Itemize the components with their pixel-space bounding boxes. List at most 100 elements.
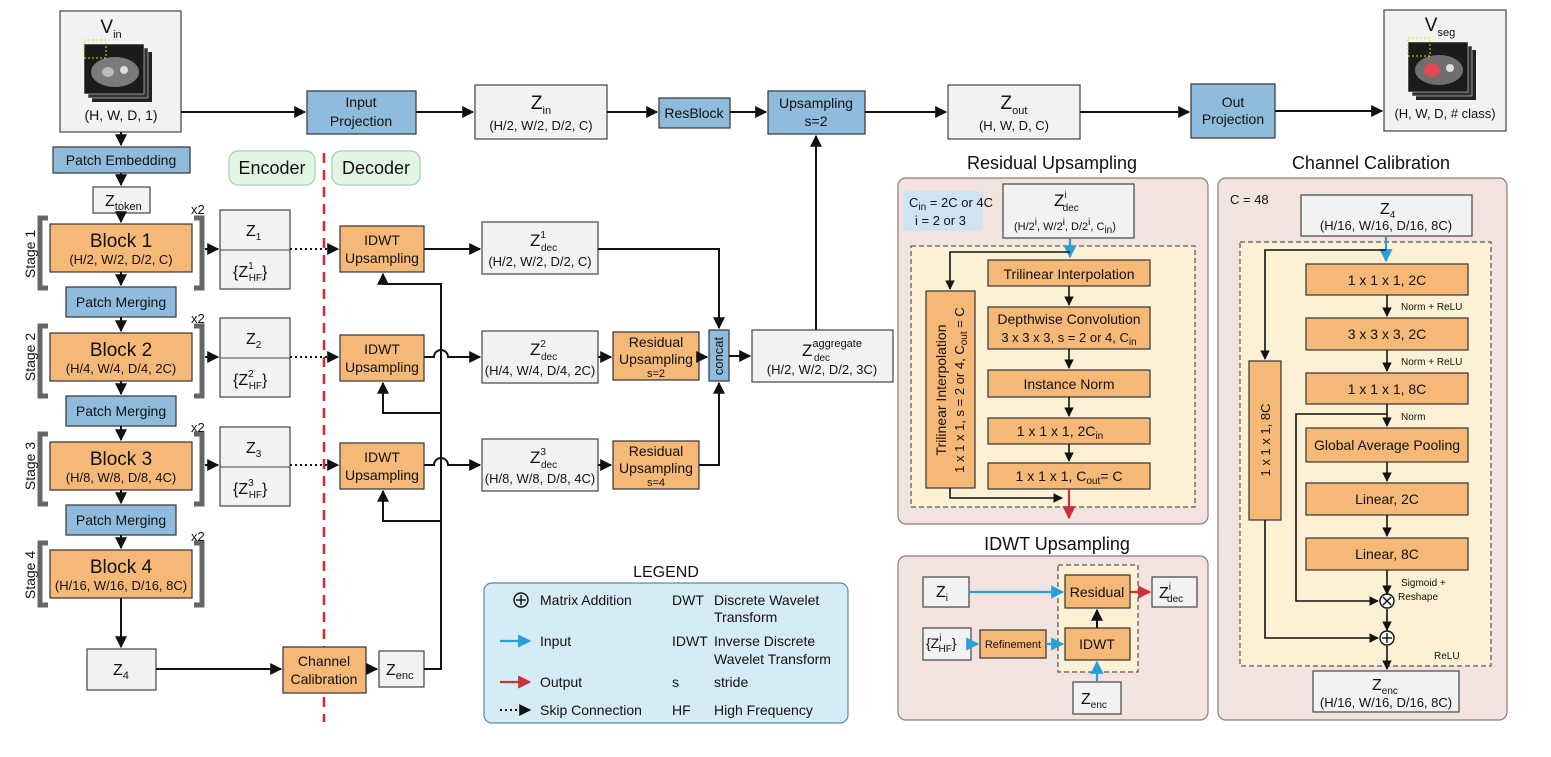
svg-text:Upsampling: Upsampling [619,351,693,367]
svg-text:(H, W, D, C): (H, W, D, C) [979,118,1049,133]
z4-node: Z4 [86,648,157,691]
idwt-upsampling-2: IDWT Upsampling [339,334,425,382]
stage-1: Stage 1 x2 Block 1 (H/2, W/2, D/2, C) [22,202,205,291]
z-enc-node: Zenc [378,650,425,688]
channel-calibration-panel: Channel Calibration C = 48 Z4 (H/16, W/1… [1217,153,1508,721]
svg-text:Upsampling: Upsampling [345,467,419,483]
idwt-upsampling-1: IDWT Upsampling [339,225,425,273]
svg-text:Zenc: Zenc [1372,677,1398,697]
encoder-arrows [205,243,220,471]
svg-text:C = 48: C = 48 [1230,192,1269,207]
svg-text:Wavelet Transform: Wavelet Transform [714,651,831,667]
svg-text:Refinement: Refinement [985,639,1041,651]
svg-text:Residual: Residual [629,443,683,459]
patch-embedding: Patch Embedding [52,146,191,174]
svg-text:Transform: Transform [714,609,777,625]
z-in-node: Zin (H/2, W/2, D/2, C) [474,84,608,140]
svg-text:Z2: Z2 [246,331,262,351]
svg-text:HF: HF [672,702,691,718]
svg-text:Patch Merging: Patch Merging [76,294,166,310]
svg-text:Output: Output [540,674,582,690]
vin-node: Vin (H, W, D, 1) [59,10,182,133]
svg-text:(H/2i, W/2i, D/2i, Cin): (H/2i, W/2i, D/2i, Cin) [1014,217,1116,236]
patch-merging-2: Patch Merging [65,395,177,427]
svg-text:1 x 1 x 1, s = 2 or 4, Cout =: 1 x 1 x 1, s = 2 or 4, Cout = C [952,307,970,473]
svg-text:High Frequency: High Frequency [714,702,813,718]
svg-text:1 x 1 x 1, 2C: 1 x 1 x 1, 2C [1348,272,1427,288]
svg-text:i = 2 or 3: i = 2 or 3 [915,213,966,228]
plus-circle-icon [1379,630,1395,646]
svg-text:Z1: Z1 [246,223,262,243]
svg-text:Upsampling: Upsampling [345,250,419,266]
upsampling-top: Upsampling s=2 [767,90,866,135]
stage-2: Stage 2 x2 Block 2 (H/4, W/4, D/4, 2C) [22,311,205,399]
svg-text:1 x 1 x 1, 8C: 1 x 1 x 1, 8C [1258,404,1273,477]
svg-text:Matrix Addition: Matrix Addition [540,592,632,608]
svg-text:Vin: Vin [100,17,121,41]
svg-text:IDWT: IDWT [364,232,400,248]
decoder-label: Decoder [331,150,421,186]
block-3 [49,441,193,491]
legend: LEGEND Matrix Addition DWT Discrete Wave… [483,564,849,724]
svg-text:(H/8, W/8, D/8, 4C): (H/8, W/8, D/8, 4C) [66,470,177,485]
z-out-node: Zout (H, W, D, C) [947,84,1081,140]
svg-text:DWT: DWT [672,592,704,608]
plus-circle-icon [513,592,529,608]
top-connections [181,105,1384,330]
patch-merging-3: Patch Merging [65,504,177,536]
svg-text:Norm: Norm [1401,412,1425,423]
svg-text:Vseg: Vseg [1425,15,1455,39]
svg-text:Stage 4: Stage 4 [22,551,38,599]
svg-text:Norm + ReLU: Norm + ReLU [1401,302,1462,313]
svg-text:Block 4: Block 4 [90,557,153,578]
svg-text:Calibration: Calibration [291,671,358,687]
svg-text:Global Average Pooling: Global Average Pooling [1314,437,1460,453]
svg-text:IDWT: IDWT [1079,636,1115,652]
skip-connections [290,243,340,471]
svg-text:Block 1: Block 1 [90,231,152,252]
svg-text:Cin = 2C or 4C: Cin = 2C or 4C [909,195,993,213]
out-projection: Out Projection [1190,83,1276,139]
svg-text:IDWT Upsampling: IDWT Upsampling [984,534,1130,554]
svg-text:stride: stride [714,674,748,690]
svg-text:Out: Out [1222,94,1245,110]
svg-text:Reshape: Reshape [1398,592,1438,603]
svg-text:Trilinear Interpolation: Trilinear Interpolation [1004,266,1135,282]
svg-text:(H, W, D, # class): (H, W, D, # class) [1394,106,1495,121]
svg-text:Upsampling: Upsampling [345,359,419,375]
ct-volume-icon [83,39,152,102]
svg-text:1 x 1 x 1, 8C: 1 x 1 x 1, 8C [1348,381,1427,397]
svg-text:Zout: Zout [1001,93,1028,117]
svg-text:Depthwise Convolution: Depthwise Convolution [997,311,1140,327]
decoder-connections [366,243,752,675]
svg-text:IDWT: IDWT [672,633,708,649]
svg-text:Residual: Residual [629,334,683,350]
svg-text:1 x 1 x 1, Cout= C: 1 x 1 x 1, Cout= C [1016,468,1123,487]
svg-text:s=4: s=4 [647,477,665,489]
svg-text:concat: concat [711,336,726,375]
svg-text:Ztoken: Ztoken [105,193,142,213]
concat-block: concat [708,329,730,382]
svg-text:Projection: Projection [330,113,392,129]
svg-text:Patch Merging: Patch Merging [76,512,166,528]
encoder-label: Encoder [228,150,316,186]
svg-text:s: s [672,674,679,690]
svg-text:Inverse Discrete: Inverse Discrete [714,633,815,649]
block-4 [49,549,193,599]
svg-text:Channel Calibration: Channel Calibration [1292,153,1450,173]
resblock: ResBlock [658,97,731,129]
